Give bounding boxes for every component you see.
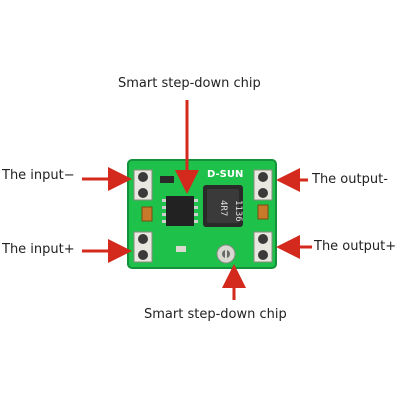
step-down-chip — [162, 196, 198, 226]
output-negative-pad — [253, 169, 273, 201]
potentiometer — [216, 244, 236, 264]
label-top-chip: Smart step-down chip — [118, 76, 261, 91]
label-bottom-chip: Smart step-down chip — [144, 307, 287, 322]
capacitor-right — [257, 204, 269, 220]
inductor-code-line1: 4R7 — [218, 200, 228, 216]
label-output-positive: The output+ — [314, 239, 397, 254]
brand-label: D-SUN — [207, 169, 243, 180]
label-input-negative: The input− — [2, 168, 75, 183]
resistor-small — [160, 176, 174, 183]
inductor — [203, 185, 243, 227]
input-negative-pad — [133, 169, 153, 201]
input-positive-pad — [133, 231, 153, 263]
resistor-small-2 — [176, 246, 186, 252]
output-positive-pad — [253, 231, 273, 263]
label-input-positive: The input+ — [2, 242, 75, 257]
capacitor-left — [141, 206, 153, 222]
label-output-negative: The output- — [312, 172, 388, 187]
inductor-code-line2: 1136 — [233, 200, 243, 222]
